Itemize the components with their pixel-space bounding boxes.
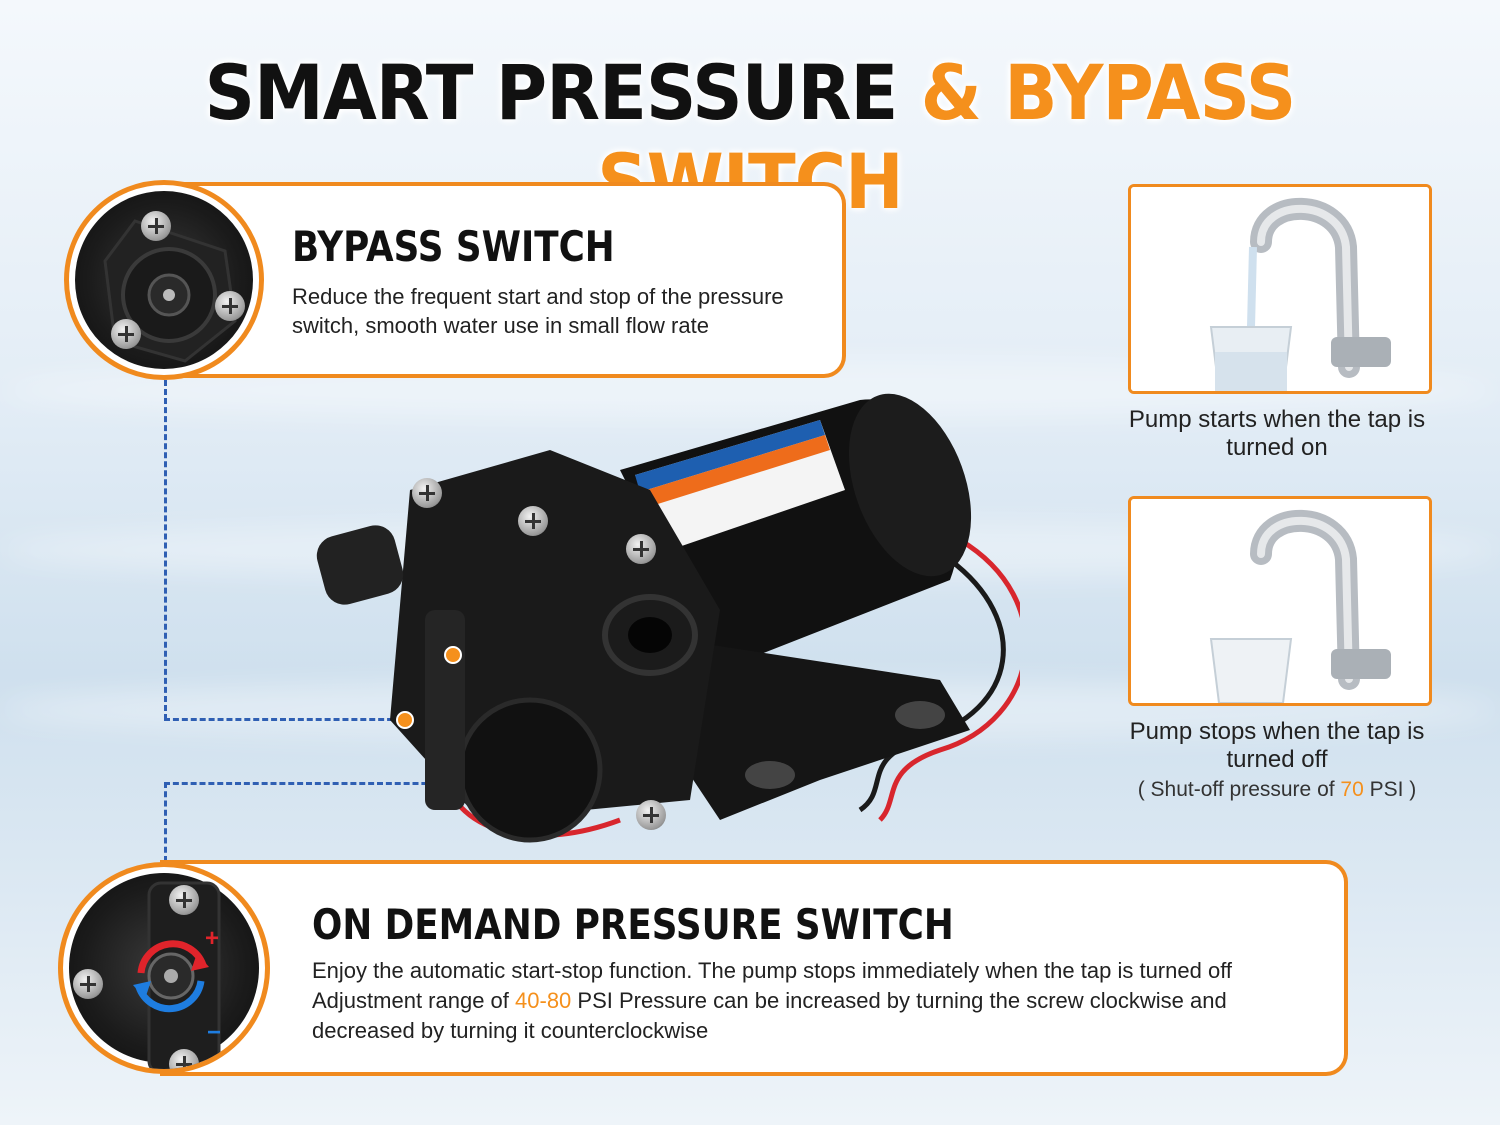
faucet-icon — [1131, 187, 1429, 391]
bypass-switch-body — [75, 191, 253, 369]
shutoff-pressure-value: 70 — [1340, 778, 1364, 801]
screw-icon — [518, 506, 548, 536]
tap-on-caption: Pump starts when the tap is turned on — [1128, 406, 1426, 461]
screw-icon — [111, 319, 141, 349]
on-demand-heading: ON DEMAND PRESSURE SWITCH — [312, 900, 954, 949]
shutoff-note-prefix: ( Shut-off pressure of — [1137, 778, 1341, 801]
screw-icon — [73, 969, 103, 999]
tap-off-photo — [1128, 496, 1432, 706]
on-demand-card: ON DEMAND PRESSURE SWITCH Enjoy the auto… — [160, 860, 1348, 1076]
water-glass-icon — [1209, 326, 1293, 391]
screw-icon — [169, 1049, 199, 1069]
rotate-arrows-icon — [133, 881, 221, 1069]
connector-line — [164, 782, 167, 862]
connector-line — [164, 718, 402, 721]
bypass-text: Reduce the frequent start and stop of th… — [292, 284, 784, 338]
pressure-range-value: 40-80 — [515, 988, 572, 1013]
tap-on-photo — [1128, 184, 1432, 394]
screw-icon — [169, 885, 199, 915]
connector-line — [164, 782, 454, 785]
screw-icon — [626, 534, 656, 564]
screw-icon — [412, 478, 442, 508]
title-part-2: & BYPASS SWITCH — [597, 48, 1296, 226]
bypass-switch-closeup — [64, 180, 264, 380]
range-suffix: PSI Pressure can be increased by turning… — [571, 988, 1227, 1013]
shutoff-note-suffix: PSI ) — [1363, 778, 1417, 801]
pressure-switch-body: + − — [69, 873, 259, 1069]
pressure-switch-closeup: + − — [58, 862, 270, 1074]
on-demand-line-1: Enjoy the automatic start-stop function.… — [312, 958, 1233, 983]
faucet-icon — [1131, 499, 1429, 703]
screw-icon — [215, 291, 245, 321]
range-prefix: Adjustment range of — [312, 988, 516, 1013]
on-demand-line-2: Adjustment range of 40-80 PSI Pressure c… — [312, 986, 1322, 1016]
pump-illustration — [316, 393, 1020, 843]
plus-sign: + — [205, 925, 220, 952]
water-glass-icon — [1209, 638, 1293, 703]
tap-off-caption: Pump stops when the tap is turned off — [1129, 718, 1425, 773]
screw-icon — [636, 800, 666, 830]
connector-line — [164, 380, 167, 720]
shutoff-note: ( Shut-off pressure of 70 PSI ) — [1100, 778, 1454, 802]
on-demand-line-3: decreased by turning it counterclockwise — [312, 1018, 709, 1043]
minus-sign: − — [207, 1019, 222, 1046]
page-title: SMART PRESSURE & BYPASS SWITCH — [60, 48, 1440, 226]
on-demand-text: Enjoy the automatic start-stop function.… — [312, 956, 1322, 1046]
bypass-heading: BYPASS SWITCH — [292, 222, 615, 271]
screw-icon — [141, 211, 171, 241]
bypass-card: BYPASS SWITCH Reduce the frequent start … — [150, 182, 846, 378]
title-part-1: SMART PRESSURE — [204, 48, 899, 137]
